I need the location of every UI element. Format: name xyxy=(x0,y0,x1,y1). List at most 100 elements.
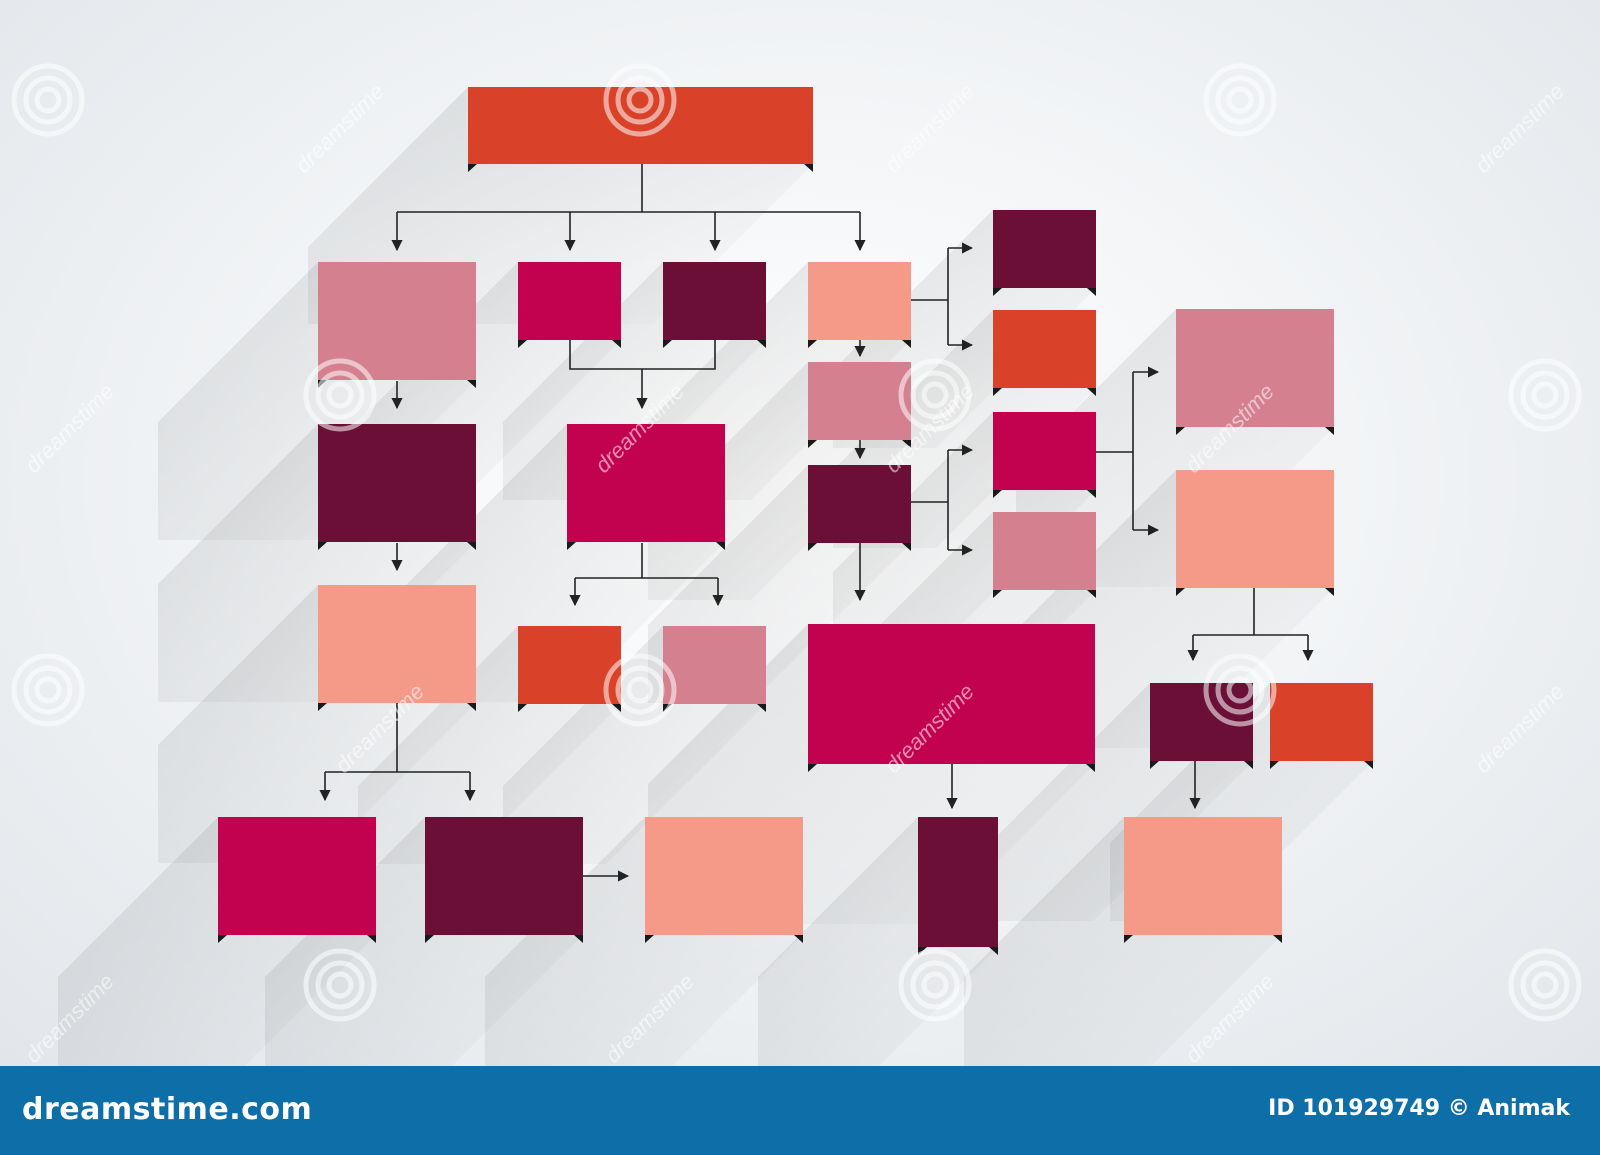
flowchart-box-top[interactable] xyxy=(468,87,813,172)
box-corner-tab xyxy=(663,340,672,348)
box-corner-tab xyxy=(1244,761,1253,769)
flowchart-box-r4-d[interactable] xyxy=(918,817,998,955)
box-shadow xyxy=(358,626,621,864)
spiral-logo-icon xyxy=(1203,63,1277,137)
box-corner-tab xyxy=(716,542,725,550)
spiral-logo-icon xyxy=(1508,948,1582,1022)
spiral-logo-icon xyxy=(11,653,85,727)
box-corner-tab xyxy=(467,703,476,711)
flowchart-box-r3-f[interactable] xyxy=(1270,683,1373,769)
box-corner-tab xyxy=(467,380,476,388)
box-fill xyxy=(1176,470,1334,588)
box-shadow xyxy=(758,817,998,1066)
box-corner-tab xyxy=(993,288,1002,296)
box-shadow xyxy=(1016,470,1334,748)
box-corner-tab xyxy=(808,543,817,551)
box-corner-tab xyxy=(1087,590,1096,598)
box-fill xyxy=(808,262,911,340)
flowchart-box-r4-e[interactable] xyxy=(1124,817,1282,943)
flowchart-box-r4-c[interactable] xyxy=(645,817,803,943)
box-corner-tab xyxy=(567,542,576,550)
box-corner-tab xyxy=(425,935,434,943)
box-corner-tab xyxy=(808,340,817,348)
box-fill xyxy=(663,262,766,340)
box-corner-tab xyxy=(902,440,911,448)
box-corner-tab xyxy=(1325,588,1334,596)
box-fill xyxy=(318,585,476,703)
box-corner-tab xyxy=(808,764,817,772)
box-corner-tab xyxy=(993,590,1002,598)
flowchart-box-r1-c[interactable] xyxy=(663,262,766,348)
box-corner-tab xyxy=(1087,388,1096,396)
box-corner-tab xyxy=(318,542,327,550)
box-shadow xyxy=(964,817,1282,1066)
box-corner-tab xyxy=(1176,427,1185,435)
box-corner-tab xyxy=(1325,427,1334,435)
box-shadow xyxy=(503,626,766,864)
flowchart-box-col5-d[interactable] xyxy=(993,512,1096,598)
box-fill xyxy=(1270,683,1373,761)
spiral-logo-icon xyxy=(1203,653,1277,727)
box-corner-tab xyxy=(1124,935,1133,943)
box-corner-tab xyxy=(1176,588,1185,596)
footer-site-name[interactable]: dreamstime.com xyxy=(22,1092,313,1127)
flowchart-box-r4-a[interactable] xyxy=(218,817,376,943)
box-corner-tab xyxy=(1150,761,1159,769)
box-shadow xyxy=(990,683,1253,921)
box-corner-tab xyxy=(367,935,376,943)
box-shadow xyxy=(407,424,725,702)
flowchart-box-r2-a[interactable] xyxy=(318,424,476,550)
flowchart-box-r1-d[interactable] xyxy=(808,262,911,348)
box-corner-tab xyxy=(993,490,1002,498)
flowchart-box-col6-a[interactable] xyxy=(1176,309,1334,435)
box-corner-tab xyxy=(518,340,527,348)
box-corner-tab xyxy=(612,704,621,712)
box-corner-tab xyxy=(757,340,766,348)
box-fill xyxy=(218,817,376,935)
flowchart-box-r3-d[interactable] xyxy=(808,624,1095,772)
flowchart-box-col6-b[interactable] xyxy=(1176,470,1334,596)
box-corner-tab xyxy=(1270,761,1279,769)
box-corner-tab xyxy=(1273,935,1282,943)
flowchart-box-col5-c[interactable] xyxy=(993,412,1096,498)
box-corner-tab xyxy=(645,935,654,943)
flowchart-box-r3-a[interactable] xyxy=(318,585,476,711)
box-corner-tab xyxy=(1086,764,1095,772)
box-corner-tab xyxy=(468,164,477,172)
box-fill xyxy=(318,424,476,542)
box-fill xyxy=(808,465,911,543)
box-fill xyxy=(663,626,766,704)
flowchart-box-r2-c[interactable] xyxy=(808,362,911,448)
box-corner-tab xyxy=(318,703,327,711)
box-fill xyxy=(468,87,813,164)
flowchart-box-col5-b[interactable] xyxy=(993,310,1096,396)
box-fill xyxy=(993,412,1096,490)
flowchart-box-r1-b[interactable] xyxy=(518,262,621,348)
flowchart-box-r3-c[interactable] xyxy=(663,626,766,712)
box-corner-tab xyxy=(989,947,998,955)
flowchart-box-r2-b[interactable] xyxy=(567,424,725,550)
box-corner-tab xyxy=(757,704,766,712)
flowchart-box-r2-d[interactable] xyxy=(808,465,911,551)
box-fill xyxy=(993,512,1096,590)
box-fill xyxy=(918,817,998,947)
footer-image-credit: ID 101929749 © Animak xyxy=(1268,1096,1570,1121)
flowchart-box-col5-a[interactable] xyxy=(993,210,1096,296)
box-corner-tab xyxy=(1087,490,1096,498)
flowchart-box-r4-b[interactable] xyxy=(425,817,583,943)
box-fill xyxy=(645,817,803,935)
box-fill xyxy=(808,362,911,440)
boxes-layer xyxy=(218,87,1373,955)
box-corner-tab xyxy=(1087,288,1096,296)
flowchart-diagram xyxy=(11,63,1582,1066)
box-fill xyxy=(808,624,1095,764)
box-shadow xyxy=(485,817,803,1066)
flowchart-box-r1-a[interactable] xyxy=(318,262,476,388)
box-fill xyxy=(567,424,725,542)
box-corner-tab xyxy=(612,340,621,348)
box-corner-tab xyxy=(574,935,583,943)
spiral-logo-icon xyxy=(603,63,677,137)
spiral-logo-icon xyxy=(603,653,677,727)
box-corner-tab xyxy=(218,935,227,943)
